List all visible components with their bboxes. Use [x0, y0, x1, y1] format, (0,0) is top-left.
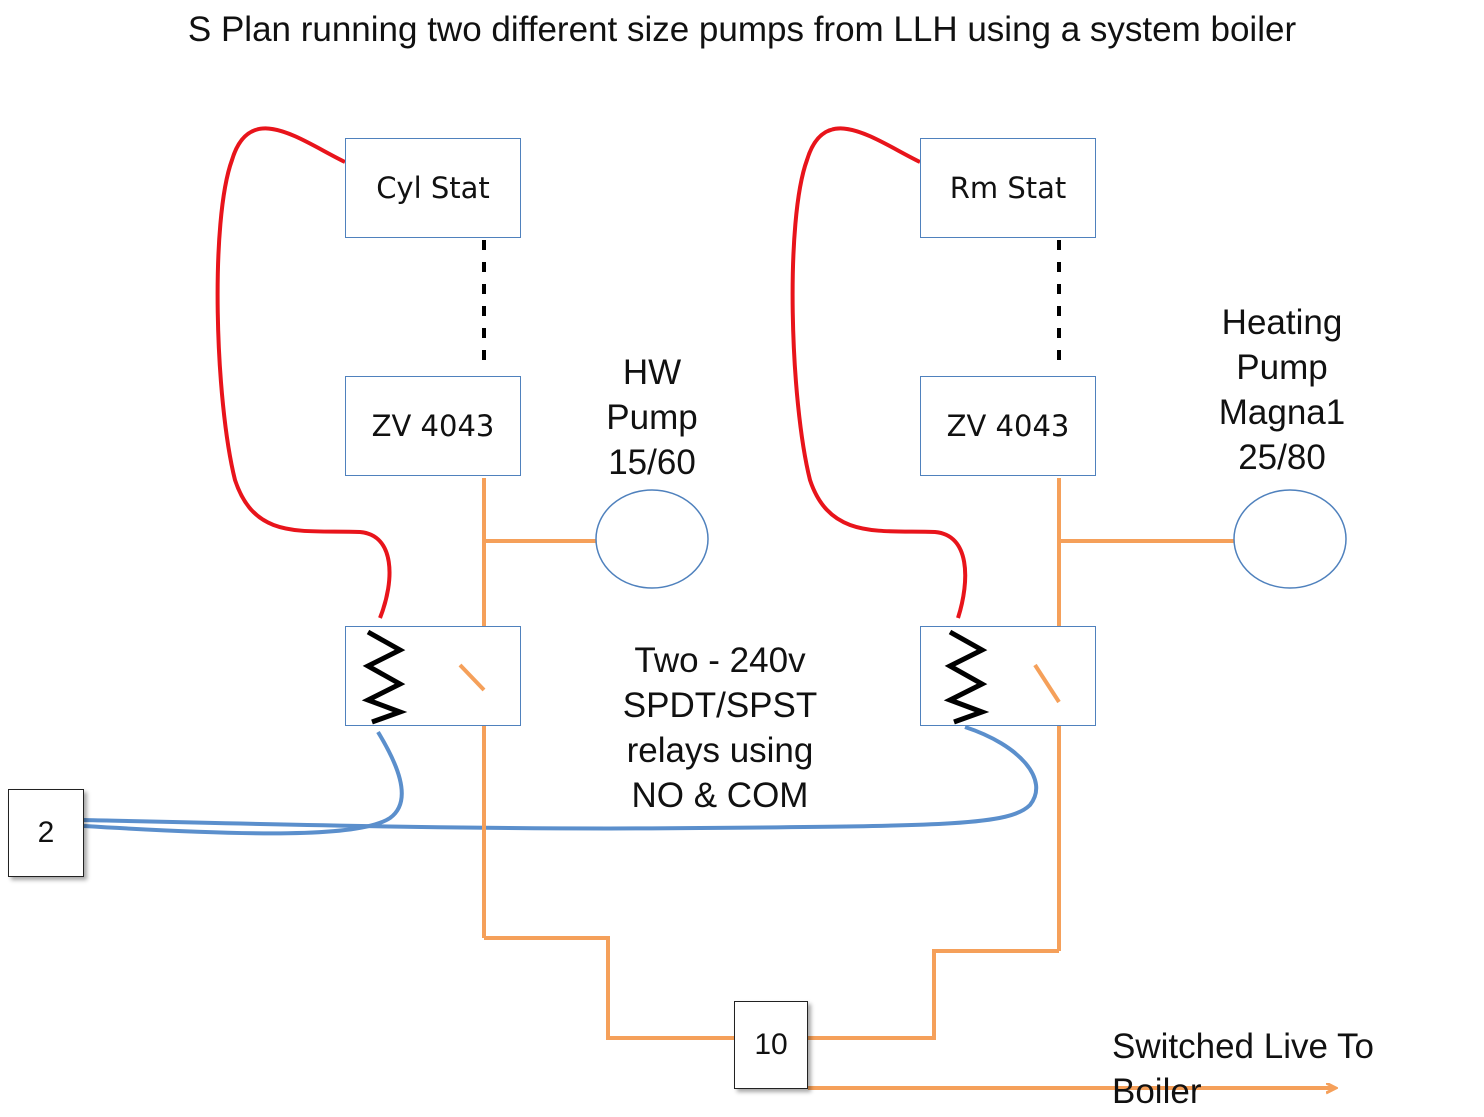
zone-valve-left-label: ZV 4043	[371, 409, 495, 443]
pump-circle-icon	[1233, 489, 1347, 589]
cyl-stat-box: Cyl Stat	[345, 138, 521, 238]
switched-live-terminal: 10	[734, 1001, 808, 1089]
switch-contact-icon	[458, 663, 486, 692]
zone-valve-left: ZV 4043	[345, 376, 521, 476]
cyl-stat-label: Cyl Stat	[376, 171, 490, 205]
zone-valve-right-label: ZV 4043	[946, 409, 1070, 443]
relay-right	[920, 626, 1096, 726]
neutral-wire-right	[83, 725, 1039, 831]
heating-pump-label: Heating Pump Magna1 25/80	[1218, 303, 1346, 477]
switch-contact-icon	[1033, 663, 1061, 704]
zone-valve-right: ZV 4043	[920, 376, 1096, 476]
rm-stat-label: Rm Stat	[949, 171, 1067, 205]
switched-live-label: Switched Live To Boiler	[1112, 1027, 1375, 1111]
neutral-terminal: 2	[8, 789, 84, 877]
hw-pump-label: HW Pump 15/60	[606, 353, 698, 482]
diagram-title: S Plan running two different size pumps …	[187, 10, 1297, 49]
pump-circle-icon	[595, 489, 709, 589]
coil-zigzag-icon	[943, 629, 990, 725]
rm-stat-wire	[790, 126, 968, 619]
cyl-stat-wire	[215, 126, 392, 619]
relay-left	[345, 626, 521, 726]
coil-zigzag-icon	[361, 629, 408, 725]
rm-stat-box: Rm Stat	[920, 138, 1096, 238]
relay-note: Two - 240v SPDT/SPST relays using NO & C…	[622, 641, 818, 815]
